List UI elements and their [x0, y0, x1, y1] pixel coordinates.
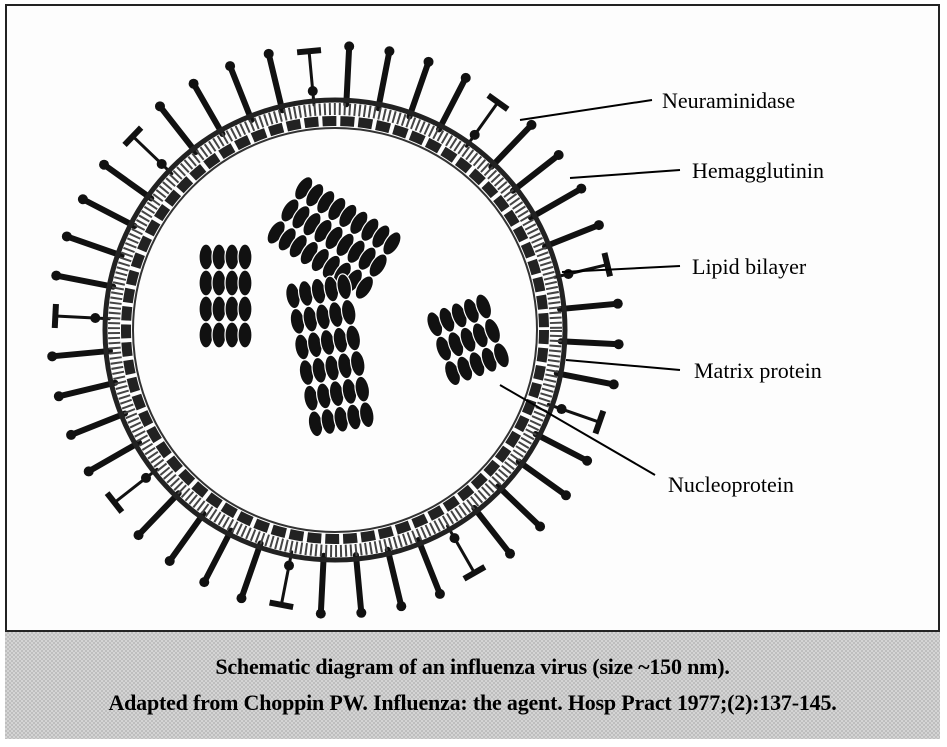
- hemagglutinin-spike: [531, 184, 586, 218]
- caption-panel: Schematic diagram of an influenza virus …: [5, 630, 940, 739]
- hemagglutinin-spike: [47, 351, 110, 361]
- hemagglutinin-spike: [439, 73, 471, 129]
- label-nucleoprotein: Nucleoprotein: [668, 472, 794, 497]
- neuraminidase-spike: [555, 253, 610, 279]
- hemagglutinin-spike: [378, 46, 394, 108]
- label-hemagglutinin: Hemagglutinin: [692, 158, 824, 183]
- hemagglutinin-spike: [155, 101, 196, 152]
- neuraminidase-spike: [55, 304, 110, 328]
- leader-line-matrix-protein: [566, 360, 680, 370]
- hemagglutinin-spike: [536, 434, 592, 466]
- nucleoprotein-coil: [424, 292, 513, 388]
- hemagglutinin-spike: [513, 150, 564, 191]
- hemagglutinin-spike: [54, 383, 115, 402]
- hemagglutinin-spike: [560, 299, 623, 309]
- hemagglutinin-spike: [165, 514, 204, 566]
- hemagglutinin-spike: [561, 339, 624, 349]
- label-matrix-protein: Matrix protein: [694, 358, 822, 383]
- hemagglutinin-spike: [84, 443, 139, 477]
- hemagglutinin-spike: [264, 49, 283, 110]
- hemagglutinin-spike: [62, 231, 122, 255]
- hemagglutinin-spike: [99, 160, 151, 199]
- leader-line-lipid-bilayer: [562, 266, 680, 272]
- hemagglutinin-spike: [418, 540, 444, 599]
- leader-line-hemagglutinin: [570, 170, 680, 178]
- hemagglutinin-spike: [189, 79, 223, 134]
- hemagglutinin-spike: [51, 271, 113, 287]
- hemagglutinin-spike: [356, 555, 366, 618]
- caption-line-2: Adapted from Choppin PW. Influenza: the …: [5, 690, 940, 716]
- caption-line-1: Schematic diagram of an influenza virus …: [5, 654, 940, 680]
- neuraminidase-spike: [448, 526, 485, 579]
- hemagglutinin-spike: [236, 543, 260, 603]
- neuraminidase-spike: [125, 128, 172, 174]
- neuraminidase-spike: [297, 50, 321, 105]
- neuraminidase-spike: [467, 95, 508, 146]
- hemagglutinin-spike: [316, 556, 326, 619]
- influenza-virus-diagram: Neuraminidase Hemagglutinin Lipid bilaye…: [0, 0, 947, 630]
- hemagglutinin-spike: [344, 41, 354, 104]
- hemagglutinin-spike: [66, 413, 125, 439]
- nucleoprotein-coil: [199, 244, 252, 348]
- hemagglutinin-spike: [545, 220, 604, 246]
- leader-line-neuraminidase: [520, 100, 652, 120]
- hemagglutinin-spike: [78, 194, 134, 226]
- hemagglutinin-spike: [388, 550, 407, 611]
- hemagglutinin-spike: [491, 120, 536, 167]
- hemagglutinin-spike: [498, 486, 545, 531]
- nucleoprotein-segments: [199, 174, 512, 438]
- hemagglutinin-spike: [409, 57, 433, 117]
- hemagglutinin-spike: [557, 373, 619, 389]
- label-neuraminidase: Neuraminidase: [662, 88, 795, 113]
- neuraminidase-spike: [107, 469, 157, 512]
- hemagglutinin-spike: [474, 508, 515, 559]
- hemagglutinin-spike: [199, 531, 231, 587]
- label-lipid-bilayer: Lipid bilayer: [692, 254, 807, 279]
- hemagglutinin-spike: [134, 493, 179, 540]
- hemagglutinin-spike: [519, 462, 571, 501]
- hemagglutinin-spike: [225, 61, 251, 120]
- neuraminidase-spike: [270, 552, 294, 607]
